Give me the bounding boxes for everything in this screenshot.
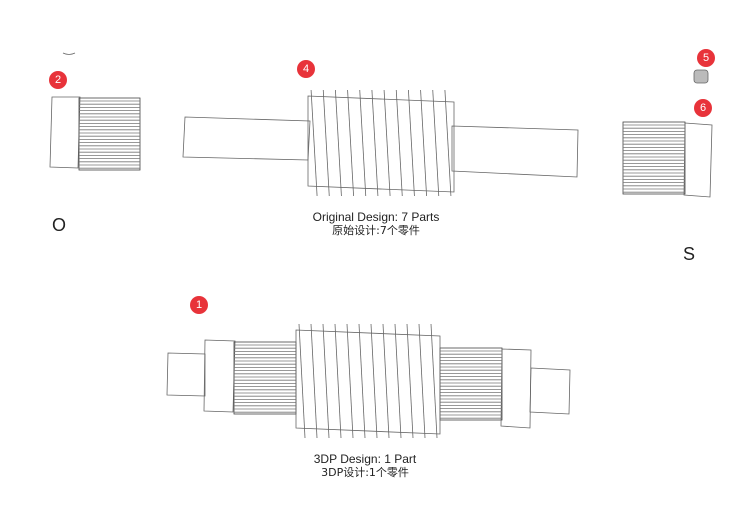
thread-ridge	[335, 89, 342, 197]
badge-1: 1	[190, 296, 208, 314]
printed-caption: 3DP Design: 1 Part 3DP设计:1个零件	[265, 452, 465, 480]
part-6-knurled-sleeve	[622, 121, 713, 198]
thread-ridge	[432, 89, 440, 197]
badge-4: 4	[297, 60, 315, 78]
part-4-thread	[307, 89, 455, 197]
badge-2: 2	[49, 71, 67, 89]
original-caption-en: Original Design: 7 Parts	[312, 210, 440, 224]
badge-5: 5	[697, 49, 715, 67]
thread-ridge	[347, 89, 354, 197]
thread-ridge	[370, 323, 378, 439]
thread-ridge	[383, 89, 391, 197]
thread-ridge	[395, 89, 403, 197]
printed-caption-zh: 3DP设计:1个零件	[321, 466, 409, 479]
thread-ridge	[346, 323, 354, 439]
original-caption: Original Design: 7 Parts 原始设计:7个零件	[276, 210, 476, 238]
original-caption-zh: 原始设计:7个零件	[332, 224, 420, 237]
thread-ridge	[310, 323, 318, 439]
thread-ridge	[430, 323, 438, 439]
thread-outline	[307, 95, 455, 193]
part-5-set-screw	[693, 69, 709, 84]
thread-ridge	[334, 323, 342, 439]
part-1-integrated	[166, 323, 571, 439]
thread-ridge	[322, 323, 330, 439]
letter-s: S	[683, 244, 696, 264]
thread-ridge	[418, 323, 426, 439]
thread-ridge	[310, 89, 318, 197]
thread-outline	[295, 329, 441, 435]
thread-ridge	[358, 323, 366, 439]
thread-ridge	[382, 323, 390, 439]
badge-6: 6	[694, 99, 712, 117]
thread-ridge	[408, 89, 415, 197]
thread-ridge	[371, 89, 379, 197]
thread-ridge	[394, 323, 402, 439]
thread-ridge	[444, 89, 452, 197]
thread-ridge	[359, 89, 367, 197]
thread-ridge	[406, 323, 414, 439]
part-4-shaft	[182, 116, 579, 178]
small-mark	[62, 52, 76, 55]
thread-ridge	[420, 89, 427, 197]
letter-o: O	[52, 215, 67, 235]
printed-caption-en: 3DP Design: 1 Part	[313, 452, 417, 466]
thread-ridge	[322, 89, 330, 197]
part-2-knurled-sleeve	[49, 96, 141, 171]
thread-ridge	[298, 323, 306, 439]
